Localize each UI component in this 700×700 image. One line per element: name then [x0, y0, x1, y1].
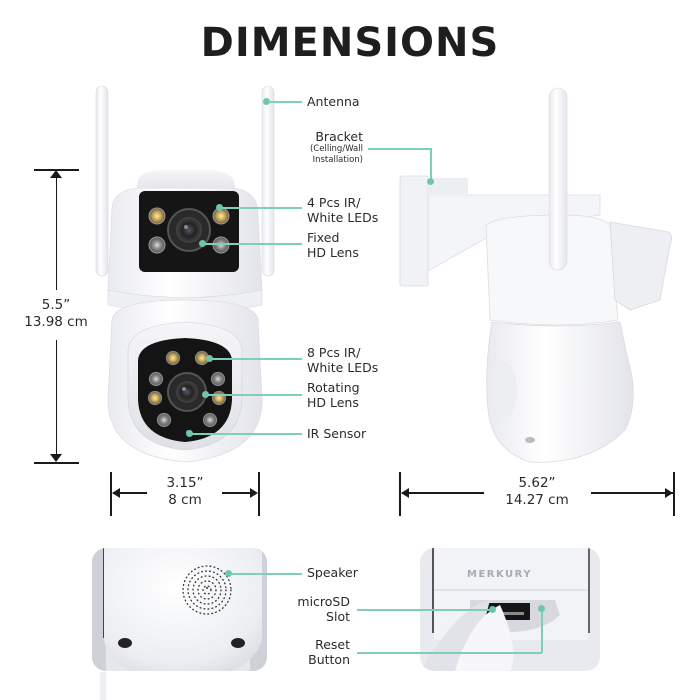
- ir-leds-4-leader: [222, 207, 302, 209]
- ir-sensor-dot: [186, 430, 193, 437]
- reset-leader-v: [541, 609, 543, 653]
- reset-dot: [538, 605, 545, 612]
- label-line: 8 Pcs IR/: [307, 345, 361, 360]
- bracket-leader-h: [368, 148, 431, 150]
- ir-leds-4-dot: [216, 204, 223, 211]
- label-line: Fixed: [307, 230, 340, 245]
- antenna-dot: [263, 98, 270, 105]
- label-line: 4 Pcs IR/: [307, 195, 361, 210]
- depth-line-left: [402, 492, 484, 494]
- depth-left-tick: [399, 472, 401, 516]
- ir-leds-8-dot: [206, 355, 213, 362]
- height-line-bottom: [55, 340, 58, 460]
- bracket-dot: [427, 178, 434, 185]
- label-bracket-subtitle: (Celling/Wall: [309, 144, 363, 154]
- speaker-leader: [231, 573, 302, 575]
- label-microsd: microSD Slot: [290, 594, 350, 624]
- arrow-right-icon: [250, 488, 258, 498]
- depth-dimension: 5.62” 14.27 cm: [487, 475, 587, 509]
- label-antenna: Antenna: [307, 94, 360, 109]
- label-line: Reset: [315, 637, 350, 652]
- bracket-leader-v: [430, 148, 432, 180]
- label-line: Button: [308, 652, 350, 667]
- label-line: Slot: [326, 609, 350, 624]
- label-line: HD Lens: [307, 245, 359, 260]
- label-line: HD Lens: [307, 395, 359, 410]
- width-left-tick: [110, 472, 112, 516]
- microsd-dot: [489, 606, 496, 613]
- label-line: Rotating: [307, 380, 360, 395]
- fixed-lens-dot: [199, 240, 206, 247]
- ir-leds-8-leader: [212, 358, 302, 360]
- label-ir-leds-8: 8 Pcs IR/ White LEDs: [307, 345, 378, 375]
- depth-line-right: [591, 492, 673, 494]
- depth-cm: 14.27 cm: [505, 492, 569, 508]
- height-dimension: 5.5” 13.98 cm: [6, 297, 106, 331]
- height-bottom-tick: [34, 462, 79, 464]
- rotating-lens-leader: [208, 394, 302, 396]
- antenna-leader: [268, 101, 302, 103]
- depth-right-tick: [673, 472, 675, 516]
- page-title: DIMENSIONS: [200, 20, 500, 66]
- arrow-up-icon: [50, 170, 62, 178]
- width-right-tick: [258, 472, 260, 516]
- rotating-lens-dot: [202, 391, 209, 398]
- label-speaker: Speaker: [307, 565, 358, 580]
- width-inches: 3.15”: [166, 475, 204, 491]
- height-cm: 13.98 cm: [24, 314, 88, 330]
- arrow-right-icon: [665, 488, 673, 498]
- label-line: White LEDs: [307, 210, 379, 225]
- label-ir-sensor: IR Sensor: [307, 426, 367, 441]
- height-line-top: [55, 172, 58, 290]
- label-fixed-lens: Fixed HD Lens: [307, 230, 359, 260]
- height-top-tick: [34, 169, 79, 171]
- label-bracket: Bracket (Celling/Wall Installation): [300, 129, 363, 166]
- label-reset: Reset Button: [290, 637, 350, 667]
- fixed-lens-leader: [205, 243, 302, 245]
- ir-sensor-leader: [192, 433, 302, 435]
- arrow-left-icon: [401, 488, 409, 498]
- width-line-left: [113, 492, 147, 494]
- speaker-dot: [225, 570, 232, 577]
- microsd-leader: [357, 609, 492, 611]
- width-dimension: 3.15” 8 cm: [135, 475, 235, 509]
- arrow-down-icon: [50, 454, 62, 462]
- reset-leader-h: [357, 652, 542, 654]
- height-inches: 5.5”: [41, 297, 71, 313]
- label-rotating-lens: Rotating HD Lens: [307, 380, 360, 410]
- label-bracket-title: Bracket: [315, 129, 363, 144]
- label-bracket-subtitle: Installation): [312, 155, 363, 165]
- arrow-left-icon: [112, 488, 120, 498]
- label-ir-leds-4: 4 Pcs IR/ White LEDs: [307, 195, 378, 225]
- width-cm: 8 cm: [168, 492, 202, 508]
- label-line: microSD: [297, 594, 350, 609]
- depth-inches: 5.62”: [518, 475, 556, 491]
- width-line-right: [222, 492, 256, 494]
- label-line: White LEDs: [307, 360, 379, 375]
- brand-text: MERKURY: [467, 569, 533, 580]
